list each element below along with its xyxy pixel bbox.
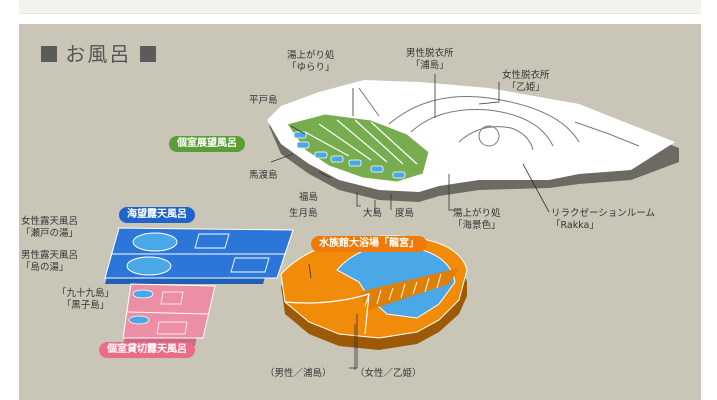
observation-bath-pill[interactable]: 個室展望風呂 [169,136,245,152]
seaview-bath-block [104,227,294,284]
upper-building [267,80,679,202]
section-title: お風呂 [41,38,156,67]
label-takushima: 度島 [395,208,415,219]
label-fukushima: 福島 [299,192,319,203]
private-bath-pill[interactable]: 個室貸切露天風呂 [99,342,195,358]
bath-map-panel: お風呂 [19,24,701,400]
label-women-dressing: 女性脱衣所「乙姫」 [502,70,550,93]
floor-plan-diagram [104,74,679,370]
square-icon [139,46,156,62]
label-women-otohime: （女性／乙姫） [355,368,422,379]
label-ikitsuki: 生月島 [289,208,318,219]
label-madara: 馬渡島 [249,170,278,181]
label-yuagari-yurari: 湯上がり処「ゆらり」 [287,50,335,73]
label-yuagari-kaikeishoku: 湯上がり処「海景色」 [453,208,501,231]
label-oshima: 大島 [363,208,383,219]
label-men-open-air: 男性露天風呂「島の湯」 [21,250,79,273]
ryugu-bath-block [280,235,468,350]
label-women-open-air: 女性露天風呂「瀬戸の湯」 [21,216,79,239]
private-bath-block [122,283,216,346]
leader-lines [270,74,550,370]
top-rule [19,0,701,14]
square-icon [41,46,57,62]
seaview-bath-pill[interactable]: 海望露天風呂 [119,207,195,223]
label-private-rooms: 「九十九島」「黒子島」 [57,288,115,311]
label-hirado: 平戸島 [249,95,278,106]
label-men-urashima: （男性／浦島） [265,368,332,379]
ryugu-bath-pill[interactable]: 水族館大浴場「龍宮」 [311,236,427,252]
label-men-dressing: 男性脱衣所「浦島」 [406,48,454,71]
label-relaxation-room: リラクゼーションルーム「Rakka」 [551,208,656,231]
section-title-text: お風呂 [65,42,132,66]
